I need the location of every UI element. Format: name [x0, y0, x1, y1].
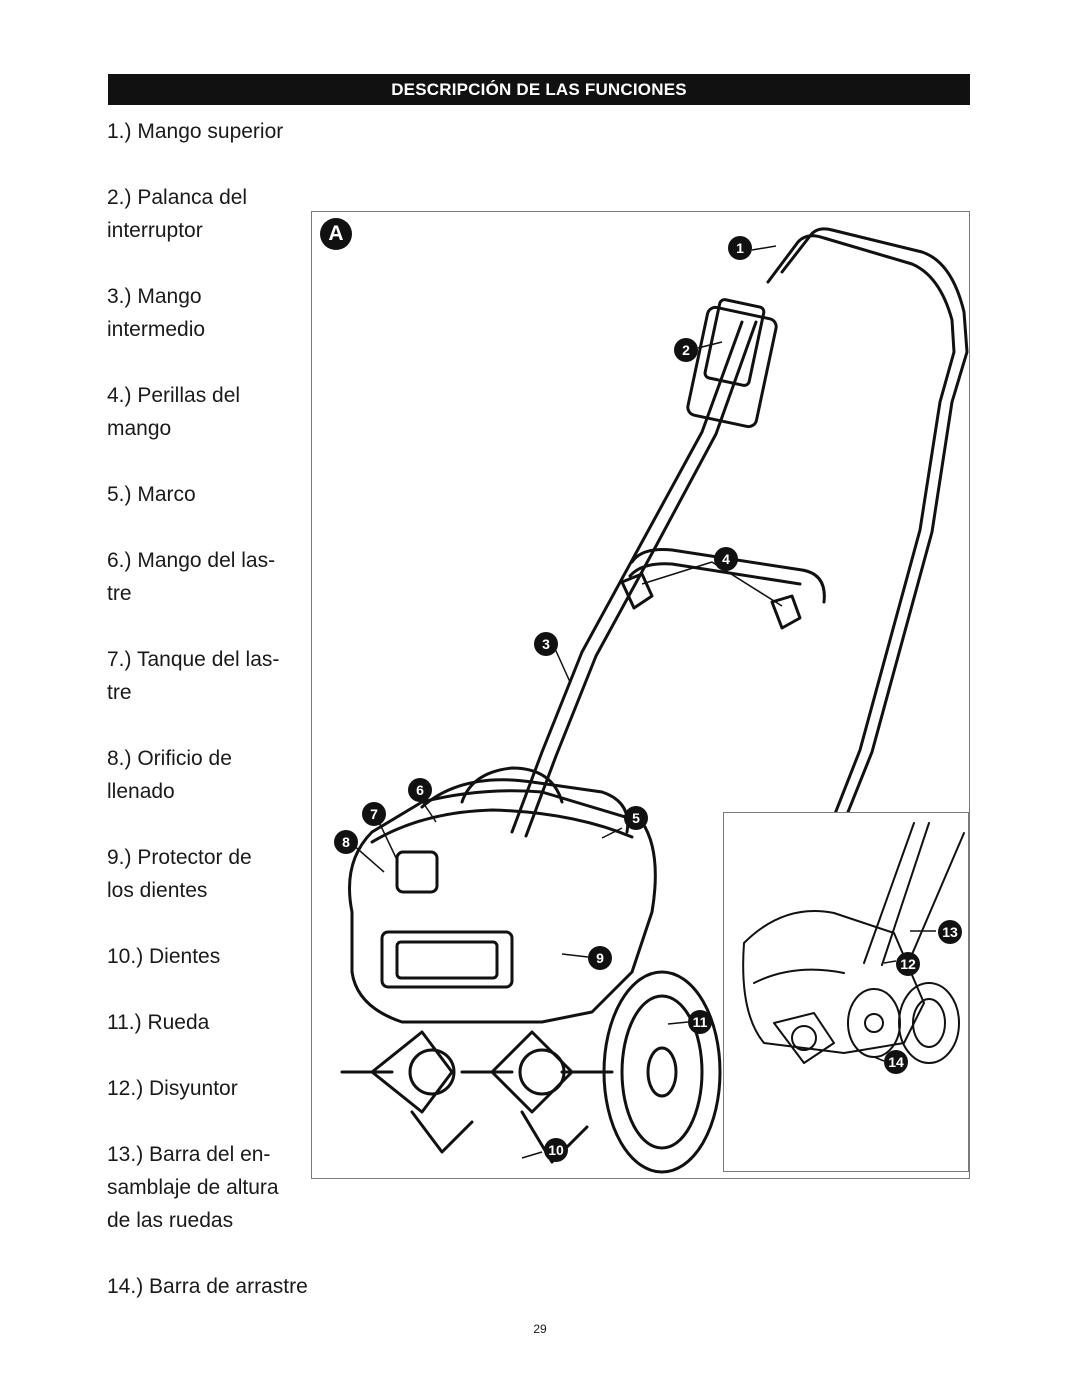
detail-illustration [742, 822, 965, 1064]
feature-item: 6.) Mango del las- tre [107, 549, 276, 605]
feature-item: 11.) Rueda [107, 1011, 210, 1034]
section-title: DESCRIPCIÓN DE LAS FUNCIONES [391, 79, 687, 99]
tiller-illustration [340, 227, 969, 1174]
callout-12: 12 [896, 952, 920, 976]
feature-item: 4.) Perillas del mango [107, 384, 241, 440]
callout-10: 10 [544, 1138, 568, 1162]
feature-item: 3.) Mango intermedio [107, 285, 206, 341]
feature-item: 2.) Palanca del interruptor [107, 186, 248, 242]
tiller-figure: A [311, 211, 970, 1179]
feature-item: 10.) Dientes [107, 945, 221, 968]
detail-inset [723, 812, 969, 1172]
feature-item: 5.) Marco [107, 483, 196, 506]
feature-item: 12.) Disyuntor [107, 1077, 238, 1100]
callout-11: 11 [688, 1010, 712, 1034]
callout-8: 8 [334, 830, 358, 854]
feature-list: 1.) Mango superior 2.) Palanca del inter… [107, 115, 327, 1303]
callout-2: 2 [674, 338, 698, 362]
callout-3: 3 [534, 632, 558, 656]
figure-label: A [320, 218, 352, 250]
page-number: 29 [533, 1322, 547, 1336]
feature-item: 13.) Barra del en- samblaje de altura de… [107, 1143, 279, 1232]
feature-item: 7.) Tanque del las- tre [107, 648, 280, 704]
feature-item: 14.) Barra de arrastre [107, 1275, 308, 1298]
callout-1: 1 [728, 236, 752, 260]
callout-4: 4 [714, 547, 738, 571]
callout-9: 9 [588, 946, 612, 970]
feature-item: 8.) Orificio de llenado [107, 747, 232, 803]
callout-7: 7 [362, 802, 386, 826]
callout-14: 14 [884, 1050, 908, 1074]
callout-13: 13 [938, 920, 962, 944]
feature-item: 1.) Mango superior [107, 120, 284, 143]
callout-6: 6 [408, 778, 432, 802]
section-header: DESCRIPCIÓN DE LAS FUNCIONES [108, 74, 970, 105]
feature-item: 9.) Protector de los dientes [107, 846, 252, 902]
callout-5: 5 [624, 806, 648, 830]
